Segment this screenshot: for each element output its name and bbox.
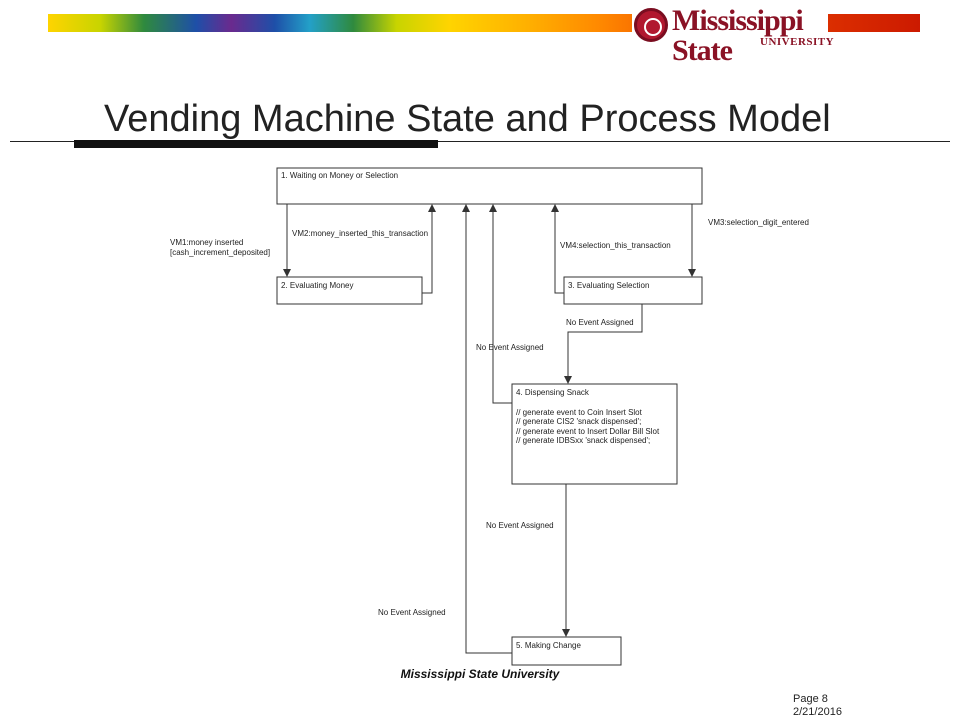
- state-5: 5. Making Change: [511, 636, 622, 666]
- title-rule-accent: [74, 140, 438, 148]
- transition-vm4: VM4:selection_this_transaction: [551, 204, 671, 294]
- state-4-body-line: // generate CIS2 'snack dispensed';: [516, 417, 641, 426]
- state-2-label: 2. Evaluating Money: [281, 281, 354, 290]
- transition-vm2: VM2:money_inserted_this_transaction: [292, 204, 436, 294]
- state-5-label: 5. Making Change: [516, 641, 581, 650]
- transition-5-to-1: No Event Assigned: [378, 204, 512, 654]
- slide-date: 2/21/2016: [793, 706, 842, 718]
- logo-subtext: UNIVERSITY: [760, 36, 835, 48]
- transition-vm1: VM1:money inserted [cash_increment_depos…: [170, 204, 291, 277]
- state-1-label: 1. Waiting on Money or Selection: [281, 171, 398, 180]
- transition-vm1-label: VM1:money inserted: [170, 238, 243, 247]
- state-2: 2. Evaluating Money: [276, 276, 423, 305]
- transition-4-to-5-label: No Event Assigned: [486, 521, 554, 530]
- transition-vm1-guard: [cash_increment_deposited]: [170, 248, 270, 257]
- state-4-body-line: // generate event to Insert Dollar Bill …: [516, 427, 660, 436]
- page-number-block: Page 8 2/21/2016: [793, 693, 842, 719]
- slide-title: Vending Machine State and Process Model: [104, 98, 831, 140]
- page-number: Page 8: [793, 693, 828, 705]
- university-logo: Mississippi State UNIVERSITY: [632, 4, 834, 66]
- transition-vm2-label: VM2:money_inserted_this_transaction: [292, 229, 428, 238]
- footer-institution: Mississippi State University: [400, 667, 560, 681]
- state-3-label: 3. Evaluating Selection: [568, 281, 649, 290]
- state-4-label: 4. Dispensing Snack: [516, 388, 590, 397]
- state-4: 4. Dispensing Snack // generate event to…: [511, 383, 678, 485]
- logo-wordmark: Mississippi State: [672, 4, 804, 67]
- transition-vm4-label: VM4:selection_this_transaction: [560, 241, 671, 250]
- transition-4-to-1-label: No Event Assigned: [476, 343, 544, 352]
- transition-4-to-5: No Event Assigned: [486, 484, 570, 637]
- state-1: 1. Waiting on Money or Selection: [276, 167, 703, 205]
- seal-icon: [634, 8, 668, 42]
- transition-5-to-1-label: No Event Assigned: [378, 608, 446, 617]
- title-rule: [10, 141, 950, 142]
- state-4-body-line: // generate IDBSxx 'snack dispensed';: [516, 436, 650, 445]
- transition-4-to-1: No Event Assigned: [476, 204, 544, 404]
- transition-vm3-label: VM3:selection_digit_entered: [708, 218, 809, 227]
- transition-vm3: VM3:selection_digit_entered: [688, 204, 809, 277]
- state-3: 3. Evaluating Selection: [563, 276, 703, 305]
- transition-3-to-4: No Event Assigned: [564, 304, 643, 384]
- transition-3-to-4-label: No Event Assigned: [566, 318, 634, 327]
- state-4-body-line: // generate event to Coin Insert Slot: [516, 408, 643, 417]
